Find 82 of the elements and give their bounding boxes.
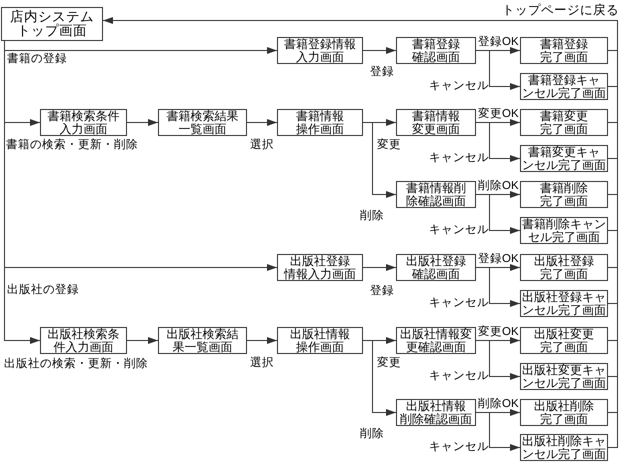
screen-box: 書籍検索結果一覧画面 bbox=[158, 109, 247, 136]
screen-box: 書籍変更キャンセル完了画面 bbox=[520, 145, 608, 172]
connector-line bbox=[608, 122, 618, 123]
screen-box: 出版社情報操作画面 bbox=[277, 327, 363, 354]
screen-box: 出版社登録情報入力画面 bbox=[277, 254, 363, 281]
screen-box: 出版社検索結果一覧画面 bbox=[158, 327, 247, 354]
arrow bbox=[362, 122, 396, 198]
screen-box: 出版社削除キャンセル完了画面 bbox=[520, 434, 608, 461]
arrow bbox=[476, 412, 520, 451]
connector-line bbox=[608, 340, 618, 341]
edge-label: キャンセル bbox=[429, 80, 489, 93]
screen-box: 出版社変更完了画面 bbox=[520, 327, 608, 354]
edge-label: キャンセル bbox=[429, 441, 489, 454]
line-label: トップページに戻る bbox=[502, 4, 619, 17]
edge-label: 削除 bbox=[360, 210, 384, 223]
edge-label: キャンセル bbox=[429, 224, 489, 237]
connector-line bbox=[608, 158, 618, 159]
screen-box: 出版社登録キャンセル完了画面 bbox=[520, 290, 608, 317]
edge-label: キャンセル bbox=[429, 370, 489, 383]
connector-line bbox=[617, 20, 618, 448]
arrow bbox=[4, 264, 278, 271]
screen-box: 書籍登録キャンセル完了画面 bbox=[520, 73, 608, 100]
screen-box: 書籍登録確認画面 bbox=[396, 37, 476, 64]
screen-box: 書籍情報操作画面 bbox=[277, 109, 363, 136]
connector-line bbox=[608, 447, 618, 448]
arrow bbox=[4, 337, 40, 344]
arrow bbox=[362, 47, 396, 54]
screen-box: 出版社変更キャンセル完了画面 bbox=[520, 363, 608, 390]
arrow bbox=[476, 267, 520, 307]
screen-box: 出版社情報削除確認画面 bbox=[396, 399, 476, 426]
arrow bbox=[246, 119, 278, 126]
edge-label: 変更 bbox=[377, 139, 401, 152]
connector-line bbox=[608, 50, 618, 51]
edge-label: 登録OK bbox=[478, 253, 519, 266]
screen-box: 出版社登録確認画面 bbox=[396, 254, 476, 281]
connector-line bbox=[608, 303, 618, 304]
arrow bbox=[102, 17, 618, 24]
edge-label: 変更OK bbox=[478, 326, 519, 339]
connector-line bbox=[608, 194, 618, 195]
arrow bbox=[4, 47, 278, 54]
arrow bbox=[476, 50, 520, 90]
connector-line bbox=[608, 230, 618, 231]
screen-box: 書籍変更完了画面 bbox=[520, 109, 608, 136]
screen-box: 出版社検索条件入力画面 bbox=[40, 327, 127, 354]
screen-box: 出版社情報変更確認画面 bbox=[396, 327, 476, 354]
connector-line bbox=[608, 267, 618, 268]
edge-label: 登録 bbox=[370, 66, 394, 79]
screen-box: 書籍情報変更画面 bbox=[396, 109, 476, 136]
connector-line bbox=[608, 86, 618, 87]
edge-label: キャンセル bbox=[429, 297, 489, 310]
screen-box: 書籍削除完了画面 bbox=[520, 181, 608, 208]
edge-label: 出版社の検索・更新・削除 bbox=[4, 358, 148, 371]
edge-label: 選択 bbox=[250, 139, 274, 152]
edge-label: 選択 bbox=[250, 357, 274, 370]
screen-box: 書籍登録情報入力画面 bbox=[277, 37, 363, 64]
edge-label: 削除OK bbox=[478, 398, 519, 411]
edge-label: 書籍の登録 bbox=[7, 53, 67, 66]
edge-label: 変更 bbox=[377, 357, 401, 370]
edge-label: キャンセル bbox=[429, 152, 489, 165]
edge-label: 削除 bbox=[360, 428, 384, 441]
edge-label: 削除OK bbox=[478, 180, 519, 193]
arrow bbox=[362, 340, 396, 416]
arrow bbox=[362, 264, 396, 271]
screen-box: 書籍登録完了画面 bbox=[520, 37, 608, 64]
connector-line bbox=[608, 412, 618, 413]
arrow bbox=[126, 119, 158, 126]
edge-label: 登録OK bbox=[478, 36, 519, 49]
screen-box: 出版社削除完了画面 bbox=[520, 399, 608, 426]
arrow bbox=[476, 340, 520, 380]
screen-box: 出版社登録完了画面 bbox=[520, 254, 608, 281]
arrow bbox=[246, 337, 278, 344]
screen-box: 書籍情報削除確認画面 bbox=[396, 181, 476, 208]
arrow bbox=[476, 122, 520, 162]
screen-box: 店内システムトップ画面 bbox=[1, 7, 103, 41]
arrow bbox=[126, 337, 158, 344]
edge-label: 出版社の登録 bbox=[7, 284, 79, 297]
arrow bbox=[476, 194, 520, 234]
screen-box: 書籍削除キャンセル完了画面 bbox=[520, 217, 608, 244]
edge-label: 変更OK bbox=[478, 108, 519, 121]
connector-line bbox=[608, 376, 618, 377]
edge-label: 登録 bbox=[370, 285, 394, 298]
screen-box: 書籍検索条件入力画面 bbox=[40, 109, 127, 136]
